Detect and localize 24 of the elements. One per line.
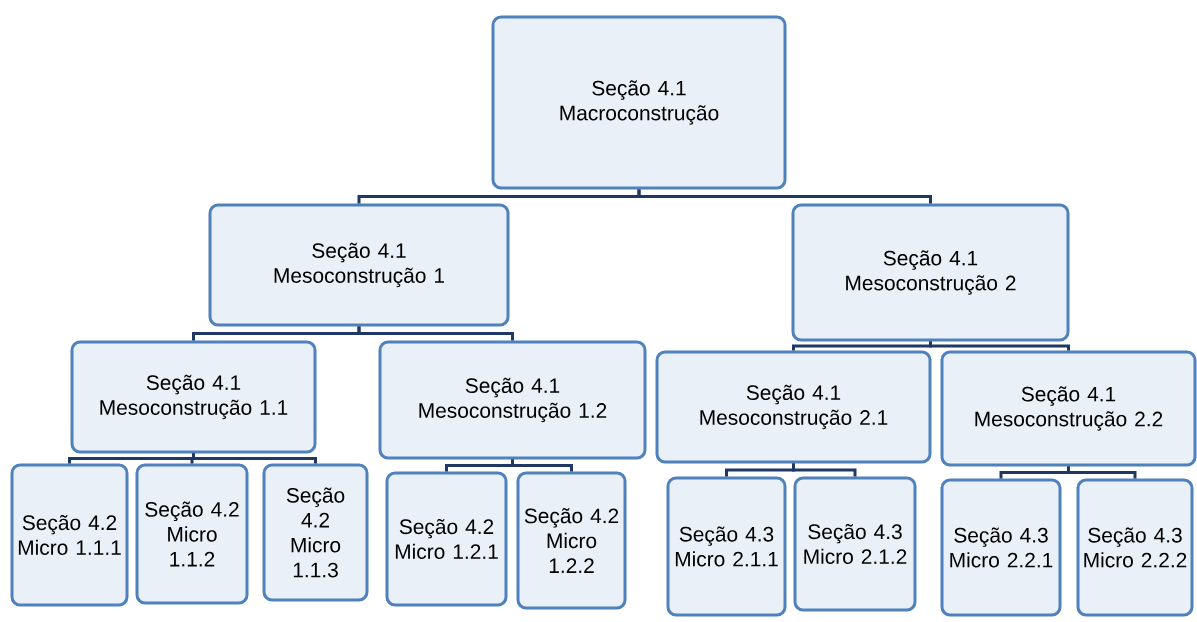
process-box: Seção 4.3 Micro 2.2.2: [1076, 478, 1194, 617]
connector: [192, 453, 317, 464]
process-box: Seção 4.1 Mesoconstrução 2.2: [940, 350, 1197, 467]
connector: [1067, 466, 1137, 479]
process-box: Seção 4.1 Mesoconstrução 1: [208, 203, 510, 327]
process-box: Seção 4.1 Mesoconstrução 2.1: [655, 350, 932, 464]
connector: [511, 459, 573, 472]
process-box: Seção 4.1 Mesoconstrução 1.2: [378, 340, 647, 460]
process-box: Seção 4.1 Mesoconstrução 1.1: [70, 340, 317, 454]
process-box: Seção 4.1 Mesoconstrução 2: [791, 203, 1070, 342]
connector: [929, 341, 1070, 351]
connector: [792, 341, 932, 351]
process-box: Seção 4.2 Micro 1.1.2: [135, 463, 249, 605]
process-box: Seção 4.3 Micro 2.1.1: [666, 476, 787, 617]
connector: [357, 326, 514, 341]
process-box: Seção 4.1 Macroconstrução: [491, 15, 787, 190]
process-box: Seção 4.2 Micro 1.2.1: [385, 471, 508, 607]
connector: [637, 189, 932, 204]
process-box: Seção 4.2 Micro 1.1.3: [262, 463, 369, 602]
process-box: Seção 4.2 Micro 1.1.1: [10, 463, 129, 607]
process-box: Seção 4.3 Micro 2.1.2: [793, 476, 917, 612]
process-box: Seção 4.2 Micro 1.2.2: [516, 471, 627, 610]
process-box: Seção 4.3 Micro 2.2.1: [940, 478, 1062, 617]
connector: [792, 463, 857, 477]
